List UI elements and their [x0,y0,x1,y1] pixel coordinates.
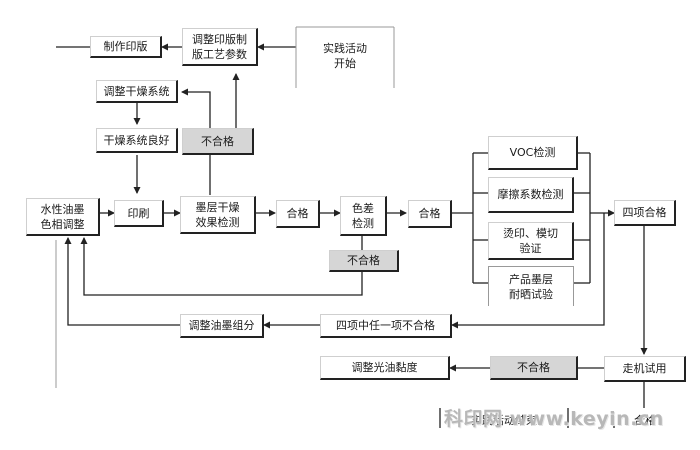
pass1-label: 合格 [286,207,309,220]
any-fail-label: 四项中任一项不合格 [336,319,435,332]
machine-test-box: 走机试用 [604,356,686,382]
adjust-varnish-box: 调整光油黏度 [320,356,450,380]
dry-test-label-2: 效果检测 [195,215,240,229]
dry-test-label-1: 墨层干燥 [195,200,240,214]
adjust-plate-box: 调整印版制 版工艺参数 [182,28,258,66]
fail-color-box: 不合格 [329,250,399,272]
make-plate-label: 制作印版 [103,40,148,53]
color-diff-label-2: 检测 [352,216,374,230]
print-label: 印刷 [127,206,150,220]
fail-color-label: 不合格 [347,254,380,267]
foil-box: 烫印、模切 验证 [488,222,574,260]
pass2-label: 合格 [418,207,441,220]
friction-box: 摩擦系数检测 [488,177,574,213]
dryer-ok-label: 干燥系统良好 [103,133,170,147]
practice-end-box: 实践活动结束 [446,410,562,430]
adjust-ink-comp-label: 调整油墨组分 [188,319,255,332]
arrow-fail-color-to-ink [80,237,363,296]
ink-adjust-box: 水性油墨 色相调整 [26,198,100,236]
adjust-plate-label-1: 调整印版制 [192,32,247,46]
pass1-box: 合格 [276,200,320,228]
pass-final-box: 合格 [620,410,670,430]
fail-dry-box: 不合格 [182,128,254,155]
ink-resist-label-1: 产品墨层 [509,272,553,286]
adjust-ink-comp-box: 调整油墨组分 [180,314,264,338]
arrow-fail-to-adjust-dryer [181,88,211,128]
foil-label-2: 验证 [519,241,542,255]
pass-final-label: 合格 [634,413,656,427]
dryer-ok-box: 干燥系统良好 [96,128,178,153]
ink-resist-box: 产品墨层 耐晒试验 [488,266,574,306]
four-pass-box: 四项合格 [614,200,676,226]
adjust-plate-label-2: 版工艺参数 [192,47,247,61]
make-plate-box: 制作印版 [90,36,162,58]
arrow-adjust-ink-to-ink [64,237,180,326]
start-label-1: 实践活动 [323,42,367,55]
ink-resist-label-2: 耐晒试验 [509,287,553,301]
start-box: 实践活动 开始 [296,36,394,76]
four-pass-label: 四项合格 [622,206,667,219]
ink-adjust-label-2: 色相调整 [40,217,85,231]
color-diff-label-1: 色差 [352,201,374,215]
any-fail-box: 四项中任一项不合格 [320,314,452,338]
friction-label: 摩擦系数检测 [497,188,564,201]
fail-machine-label: 不合格 [517,361,550,374]
pass2-box: 合格 [408,200,452,228]
foil-label-1: 烫印、模切 [503,226,558,240]
machine-test-label: 走机试用 [622,362,667,375]
fail-dry-label: 不合格 [201,134,234,148]
voc-label: VOC检测 [509,146,556,159]
voc-box: VOC检测 [488,136,578,170]
site-watermark: 科印网 www.keyin.cn [444,408,664,430]
color-diff-box: 色差 检测 [340,196,387,236]
adjust-dryer-box: 调整干燥系统 [96,80,178,103]
fail-machine-box: 不合格 [490,356,578,380]
start-label-2: 开始 [334,57,356,70]
practice-end-label: 实践活动结束 [471,413,537,427]
print-box: 印刷 [114,200,164,227]
adjust-dryer-label: 调整干燥系统 [103,84,170,98]
adjust-varnish-label: 调整光油黏度 [351,361,418,374]
dry-test-box: 墨层干燥 效果检测 [180,196,256,234]
arrow-tests-to-any-fail [451,213,605,329]
ink-adjust-label-1: 水性油墨 [40,202,85,216]
